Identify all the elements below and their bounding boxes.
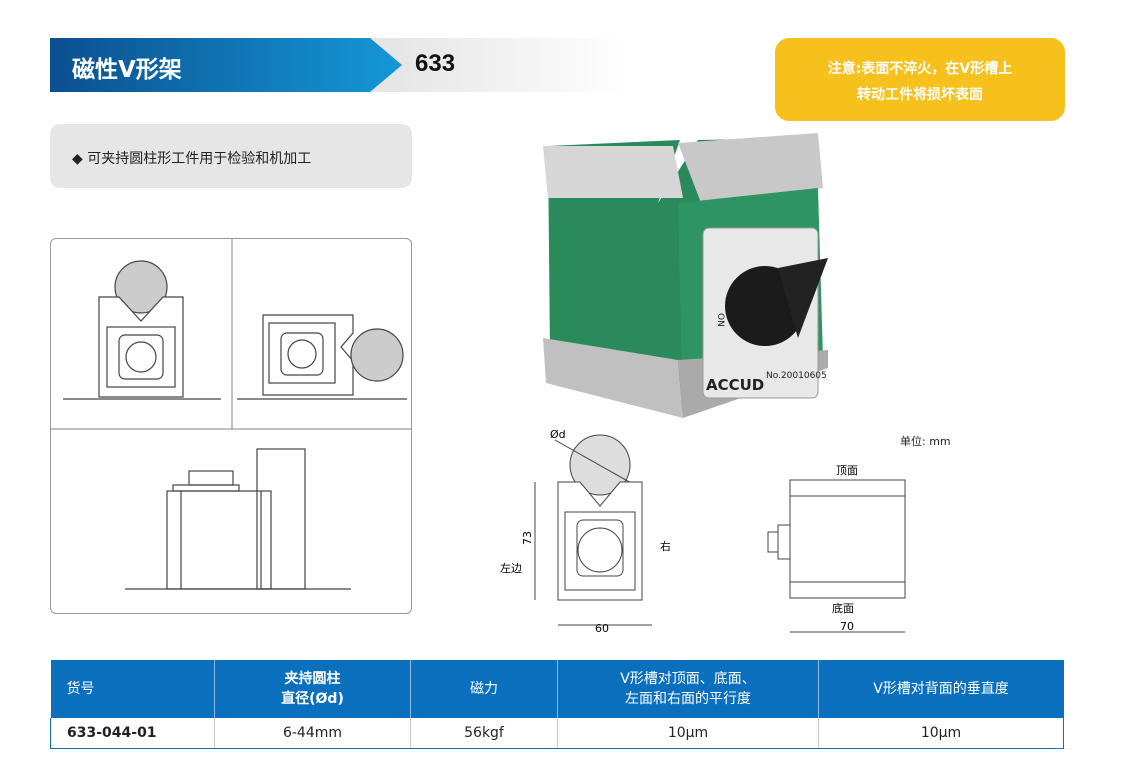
- cell-perpendicularity: 10μm: [818, 718, 1064, 749]
- spec-table: 货号 夹持圆柱 直径(Ød) 磁力 V形槽对顶面、底面、 左面和右面的平行度 V…: [50, 660, 1064, 749]
- page-title: 磁性V形架: [72, 57, 182, 83]
- cell-diameter: 6-44mm: [214, 718, 411, 749]
- top-face-label: 顶面: [836, 464, 858, 477]
- side-view-drawing: 顶面 底面 70: [760, 460, 920, 644]
- feature-box: ◆ 可夹持圆柱形工件用于检验和机加工: [50, 124, 412, 188]
- warning-line-2: 转动工件将损坏表面: [857, 87, 983, 103]
- front-view-drawing: Ød 73 60 左边 右边: [495, 420, 682, 644]
- usage-diagrams: [50, 238, 412, 614]
- on-label: ON: [715, 313, 725, 327]
- usage-diagram-svg: [51, 239, 411, 590]
- feature-item: 可夹持圆柱形工件用于检验和机加工: [87, 151, 312, 167]
- header-magnetic-force: 磁力: [410, 660, 558, 718]
- table-header-row: 货号 夹持圆柱 直径(Ød) 磁力 V形槽对顶面、底面、 左面和右面的平行度 V…: [50, 660, 1064, 718]
- height-dimension: 73: [521, 531, 534, 545]
- cell-magnetic-force: 56kgf: [410, 718, 558, 749]
- table-row: 633-044-01 6-44mm 56kgf 10μm 10μm: [50, 718, 1064, 749]
- unit-label: 单位: mm: [900, 435, 951, 448]
- model-number: 633: [415, 50, 456, 77]
- header-perpendicularity: V形槽对背面的垂直度: [818, 660, 1064, 718]
- product-photo: ACCUD No.20010605 ON: [538, 128, 838, 427]
- header-parallelism: V形槽对顶面、底面、 左面和右面的平行度: [557, 660, 819, 718]
- right-side-label: 右边: [660, 539, 670, 553]
- warning-line-1: 注意:表面不淬火，在V形槽上: [827, 61, 1013, 77]
- cell-item-no: 633-044-01: [50, 718, 215, 749]
- side-width-dimension: 70: [840, 620, 854, 633]
- header-item-no: 货号: [50, 660, 215, 718]
- header-diameter: 夹持圆柱 直径(Ød): [214, 660, 411, 718]
- left-side-label: 左边: [500, 562, 522, 575]
- serial-number: No.20010605: [766, 371, 827, 381]
- cell-parallelism: 10μm: [557, 718, 819, 749]
- header-banner-blue: [50, 38, 402, 92]
- bullet-diamond-icon: ◆: [72, 151, 88, 167]
- brand-logo: ACCUD: [706, 376, 764, 394]
- warning-note: 注意:表面不淬火，在V形槽上 转动工件将损坏表面: [775, 38, 1065, 121]
- front-width-dimension: 60: [595, 622, 609, 635]
- bottom-face-label: 底面: [832, 601, 854, 615]
- diameter-label: Ød: [550, 428, 566, 441]
